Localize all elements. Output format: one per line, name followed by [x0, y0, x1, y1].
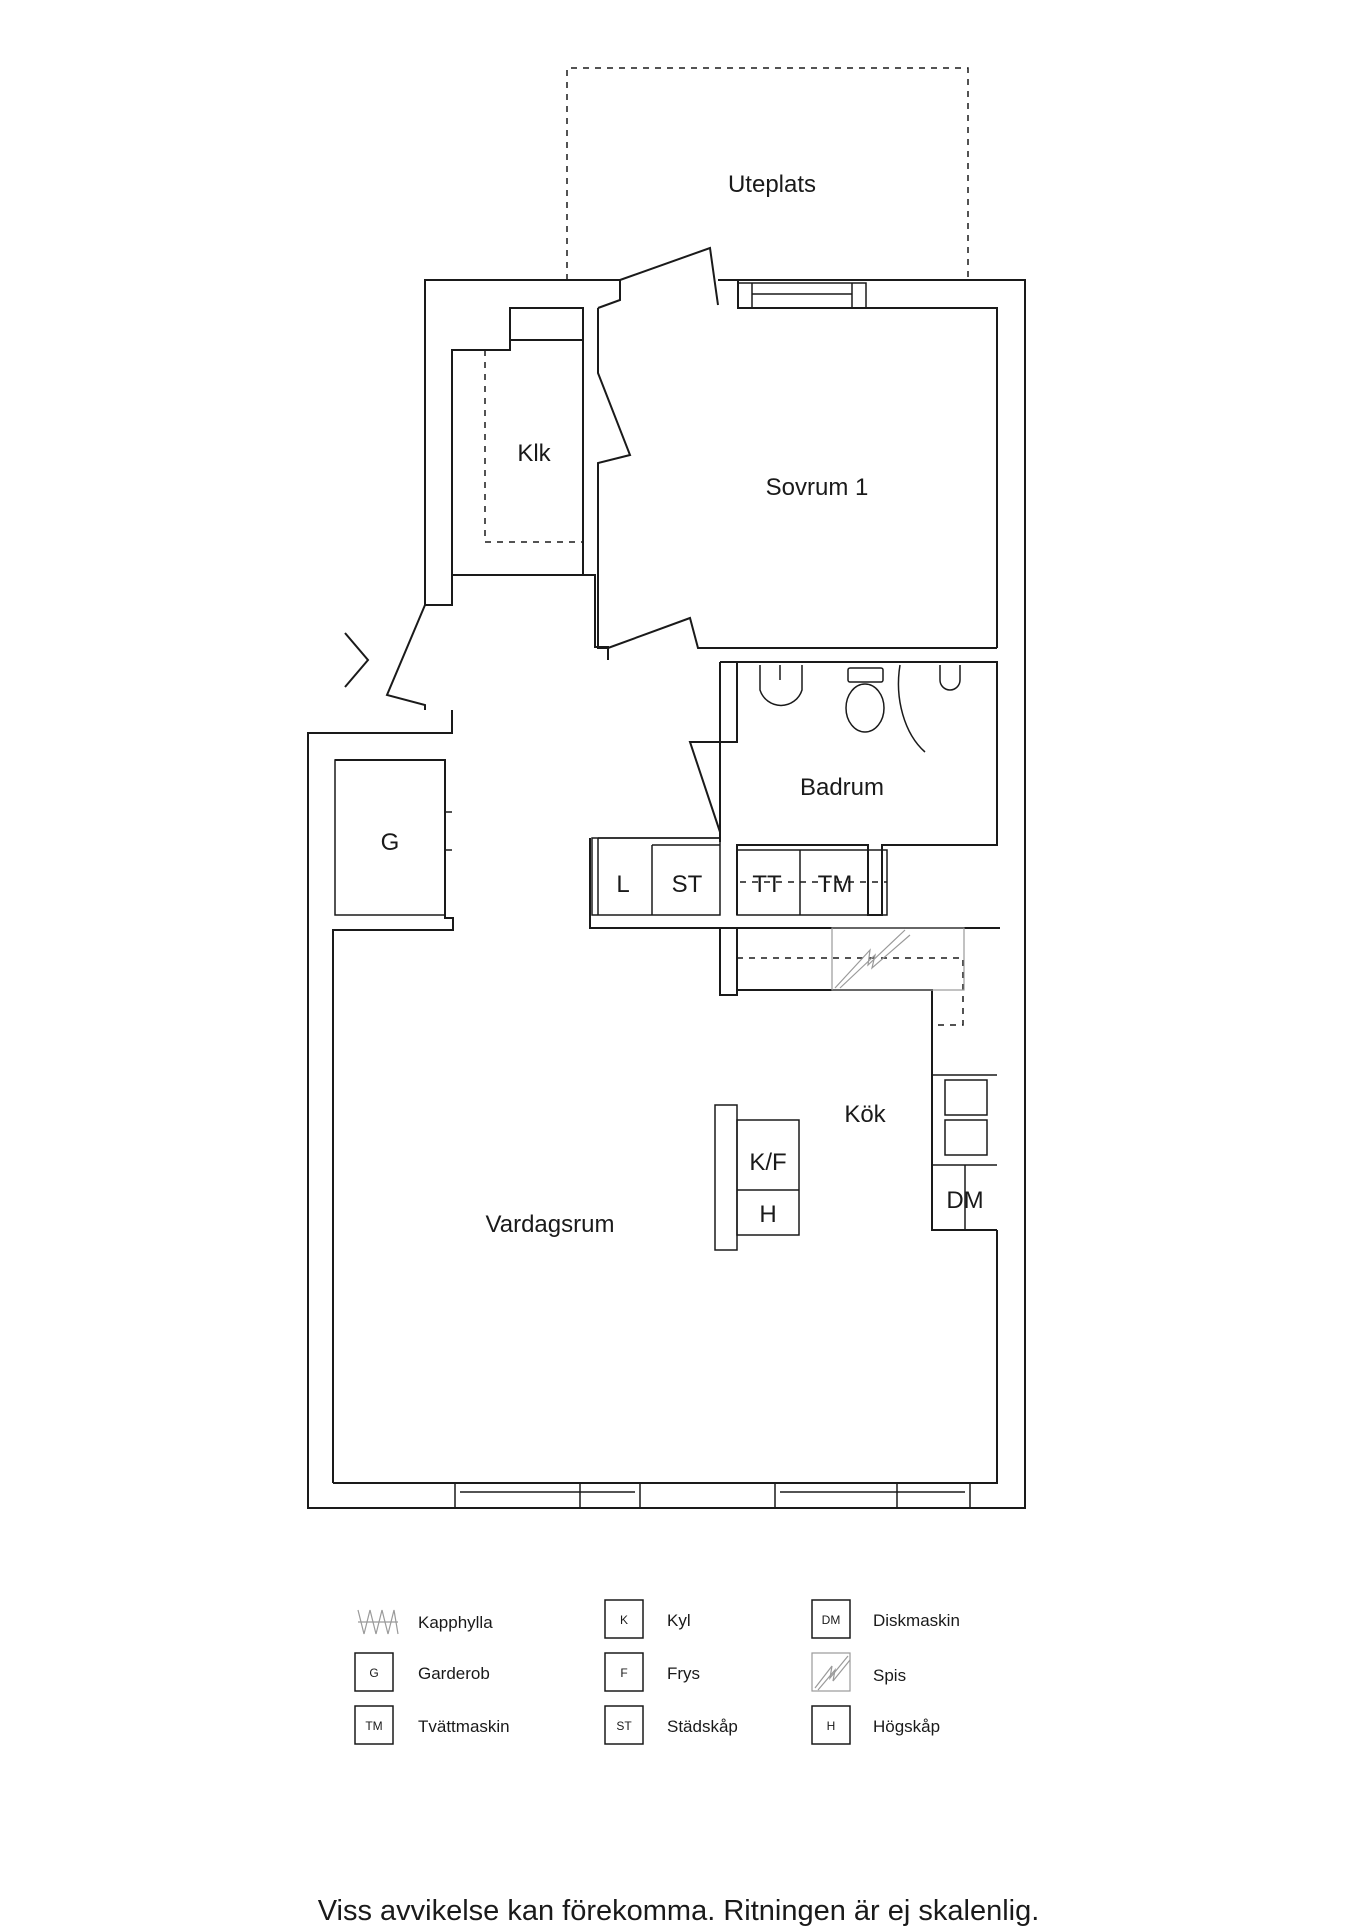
legend-label: Kyl — [667, 1611, 691, 1630]
code-dm: DM — [946, 1187, 983, 1214]
living-room-windows — [454, 1482, 971, 1509]
legend-code: ST — [616, 1719, 632, 1733]
legend-label: Högskåp — [873, 1717, 940, 1736]
label-kok: Kök — [844, 1101, 886, 1128]
legend-label: Garderob — [418, 1664, 490, 1683]
legend-code: G — [369, 1666, 378, 1680]
patio-outline — [566, 67, 969, 280]
legend-label: Frys — [667, 1664, 700, 1683]
legend-code: DM — [822, 1613, 841, 1627]
box-icon — [354, 1705, 394, 1745]
label-klk: Klk — [517, 440, 551, 467]
stove-icon — [811, 1652, 851, 1692]
code-kf: K/F — [749, 1149, 786, 1176]
bedroom-window — [737, 282, 867, 309]
code-h: H — [759, 1201, 776, 1228]
kitchen — [719, 927, 1000, 1231]
legend-code: K — [620, 1613, 628, 1627]
legend-label: Städskåp — [667, 1717, 738, 1736]
box-icon — [604, 1705, 644, 1745]
legend-code: TM — [365, 1719, 382, 1733]
legend-label: Kapphylla — [418, 1613, 493, 1632]
coat-rack-icon — [357, 1609, 399, 1635]
box-icon — [604, 1599, 644, 1639]
kitchen-island — [714, 1104, 800, 1251]
entrance-door — [344, 604, 426, 710]
legend-label: Diskmaskin — [873, 1611, 960, 1630]
storage-cabinets — [589, 837, 721, 929]
legend: Kapphylla G Garderob TM Tvättmaskin K Ky… — [354, 1599, 960, 1745]
box-icon — [811, 1705, 851, 1745]
walk-in-closet — [451, 307, 609, 660]
label-uteplats: Uteplats — [728, 171, 816, 198]
laundry-units — [736, 849, 888, 916]
box-icon — [354, 1652, 394, 1692]
box-icon — [604, 1652, 644, 1692]
disclaimer: Viss avvikelse kan förekomma. Ritningen … — [317, 1895, 1040, 1927]
wardrobe — [334, 759, 452, 916]
code-st: ST — [672, 871, 703, 898]
code-l: L — [616, 871, 629, 898]
legend-code: F — [620, 1666, 627, 1680]
code-g: G — [381, 829, 400, 856]
legend-label: Tvättmaskin — [418, 1717, 510, 1736]
code-tm: TM — [818, 871, 853, 898]
legend-label: Spis — [873, 1666, 906, 1685]
legend-code: H — [827, 1719, 836, 1733]
bedroom-door — [597, 308, 997, 649]
code-tt: TT — [752, 871, 782, 898]
label-sovrum: Sovrum 1 — [766, 474, 869, 501]
outer-walls — [307, 246, 1026, 1509]
box-icon — [811, 1599, 851, 1639]
label-badrum: Badrum — [800, 774, 884, 801]
label-vardagsrum: Vardagsrum — [486, 1211, 615, 1238]
